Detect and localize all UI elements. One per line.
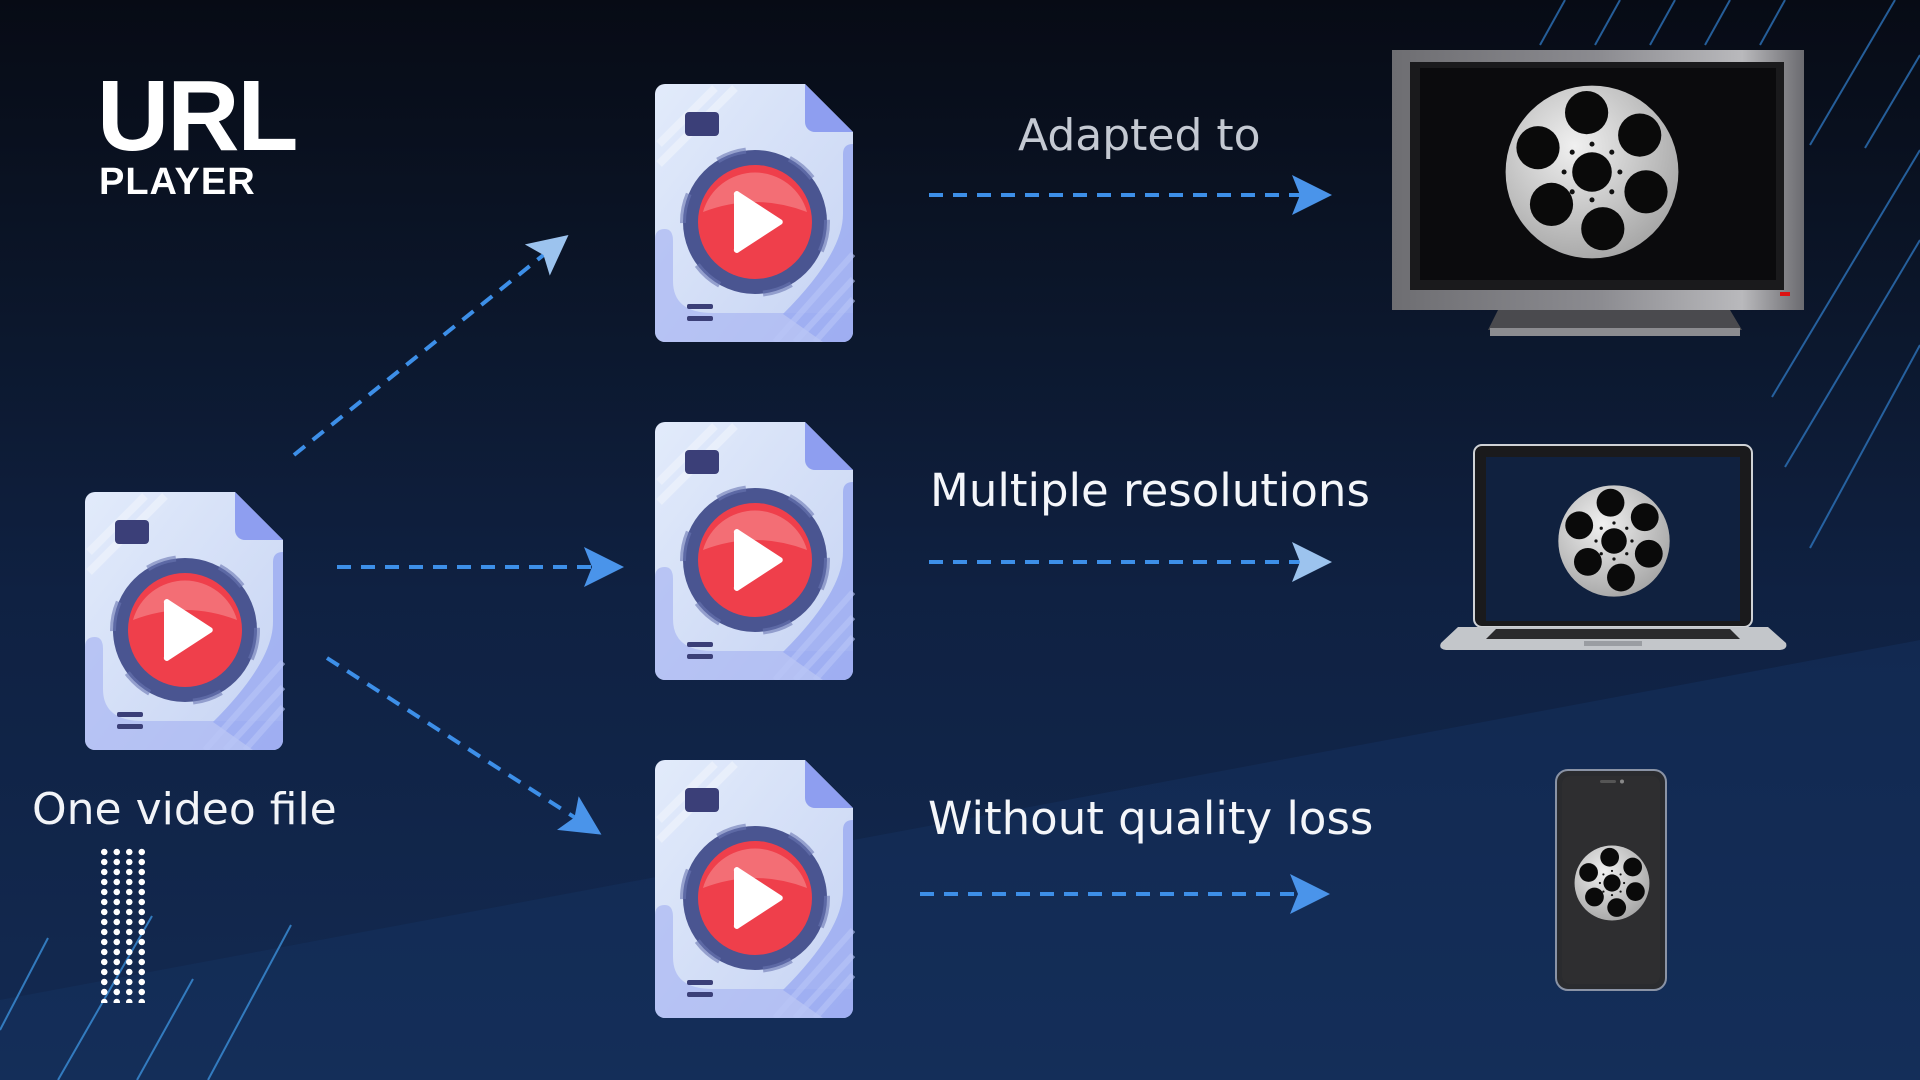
source-label: One video file [32,784,337,835]
film-reel-icon-phone [1575,846,1650,921]
output-label-3: Without quality loss [928,792,1374,845]
tv-icon [1392,50,1804,336]
source-video-file-icon [85,492,285,750]
url-player-logo: URL PLAYER [97,60,299,203]
arrow-to-file-3 [325,656,602,835]
output-label-2: Multiple resolutions [930,464,1370,517]
output-video-file-icon-3 [655,760,855,1018]
output-label-1: Adapted to [1018,110,1261,161]
logo-subtitle: PLAYER [99,161,256,203]
output-video-file-icon-1 [655,84,855,342]
laptop-icon [1440,444,1787,650]
film-reel-icon-laptop [1558,485,1669,596]
arrow-to-file-1 [292,234,569,457]
output-video-file-icon-2 [655,422,855,680]
film-reel-icon-tv [1506,86,1679,259]
logo-title: URL [97,60,299,172]
smartphone-icon [1555,769,1667,991]
dot-grid-decoration [98,847,146,1003]
